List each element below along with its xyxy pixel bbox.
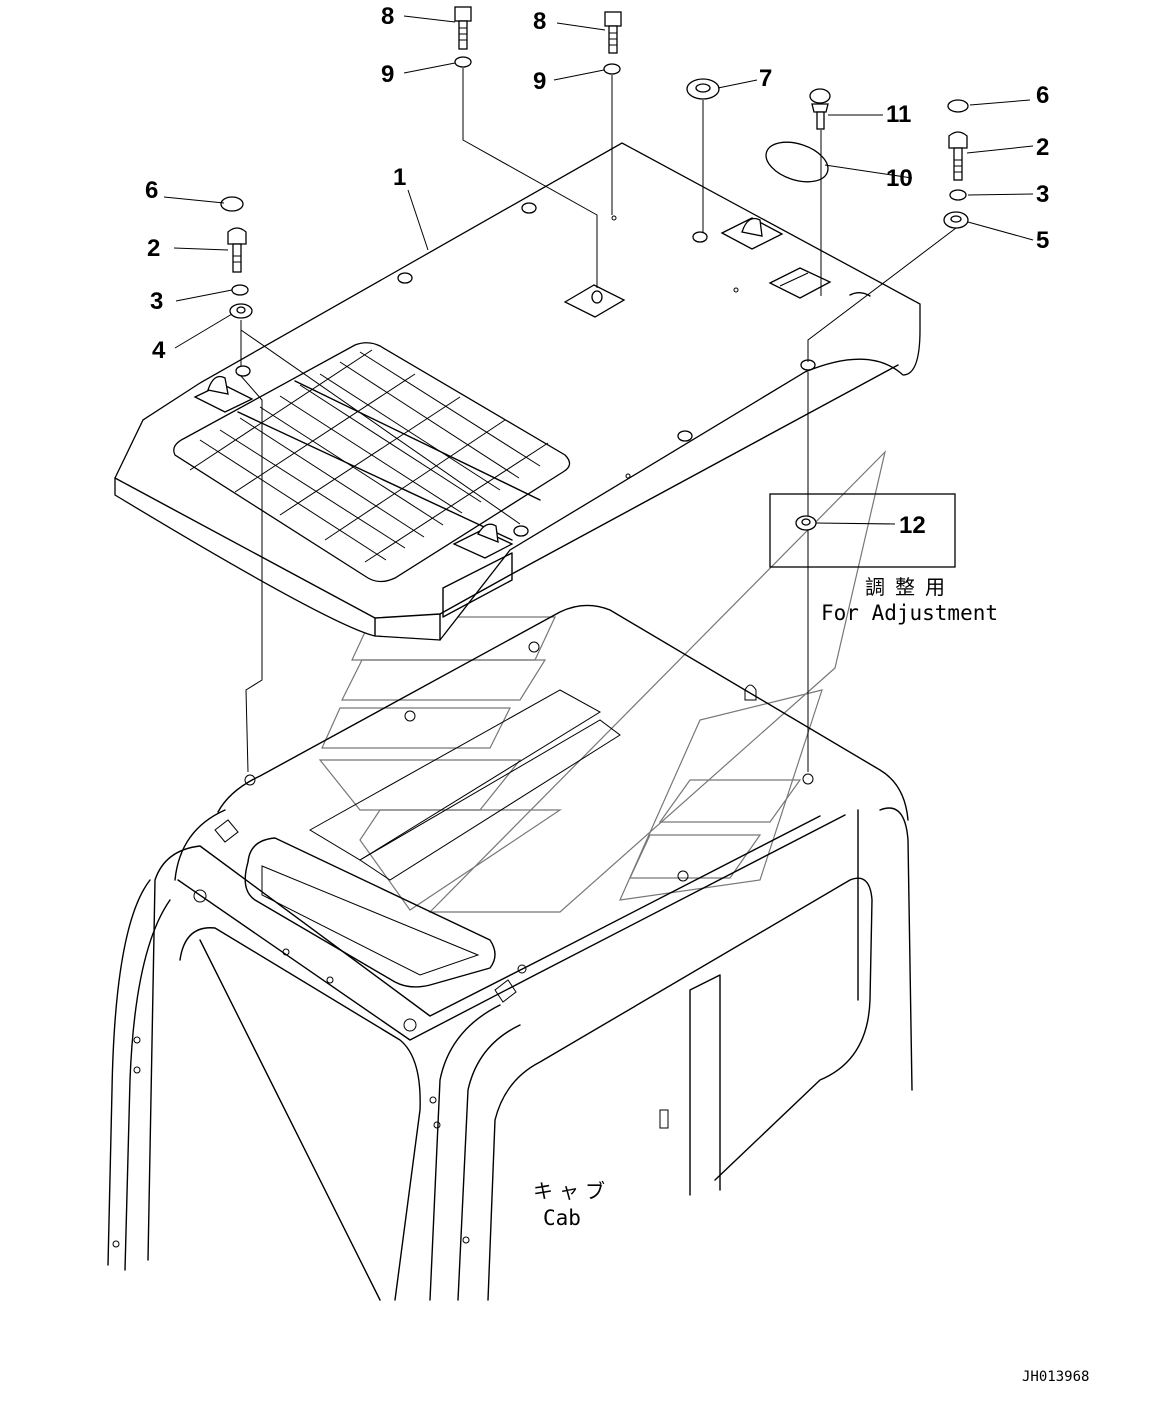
washer-5 bbox=[943, 211, 969, 229]
callout-2-right: 2 bbox=[1036, 134, 1049, 161]
adjustment-note-en: For Adjustment bbox=[821, 601, 998, 625]
callout-12: 12 bbox=[899, 512, 926, 539]
callout-11: 11 bbox=[886, 101, 911, 128]
callout-4: 4 bbox=[152, 337, 166, 364]
washer-12 bbox=[795, 515, 817, 531]
callout-6-right: 6 bbox=[1036, 82, 1049, 109]
callout-labels: 1 2 2 3 3 4 5 6 6 7 8 8 9 9 10 11 12 bbox=[145, 3, 1049, 539]
washer-9b bbox=[603, 63, 621, 75]
callout-10: 10 bbox=[886, 165, 913, 192]
cab-label-en: Cab bbox=[543, 1206, 581, 1230]
bolt-2-left bbox=[227, 227, 247, 273]
callout-5: 5 bbox=[1036, 227, 1049, 254]
bolt-11 bbox=[809, 88, 831, 130]
cap-6-right bbox=[947, 99, 969, 113]
cab-label-jp: キャブ bbox=[533, 1179, 611, 1203]
cab-body bbox=[107, 604, 913, 1301]
callout-3-left: 3 bbox=[150, 288, 163, 315]
callout-9a: 9 bbox=[381, 61, 394, 88]
leader-lines bbox=[163, 15, 1034, 525]
washer-9a bbox=[454, 56, 472, 68]
callout-7: 7 bbox=[759, 65, 772, 92]
callout-2-left: 2 bbox=[147, 235, 160, 262]
adjustment-box bbox=[769, 493, 956, 568]
callout-6-left: 6 bbox=[145, 177, 158, 204]
callout-9b: 9 bbox=[533, 68, 546, 95]
plate-10 bbox=[765, 141, 829, 183]
drawing-reference: JH013968 bbox=[1022, 1369, 1089, 1385]
assembly-lines bbox=[240, 68, 957, 773]
callout-3-right: 3 bbox=[1036, 181, 1049, 208]
callout-8a: 8 bbox=[381, 3, 394, 30]
grommet-7 bbox=[686, 78, 720, 100]
callout-1: 1 bbox=[393, 164, 406, 191]
adjustment-note-jp: 調整用 bbox=[865, 575, 955, 599]
washer-4 bbox=[229, 303, 253, 319]
roof-cover bbox=[114, 142, 921, 641]
washer-3-left bbox=[231, 284, 249, 296]
cap-6-left bbox=[220, 196, 244, 212]
washer-3-right bbox=[949, 189, 967, 201]
bolt-2-right bbox=[948, 131, 968, 181]
bolt-8b bbox=[604, 11, 622, 54]
callout-8b: 8 bbox=[533, 8, 546, 35]
bolt-8a bbox=[454, 6, 472, 50]
